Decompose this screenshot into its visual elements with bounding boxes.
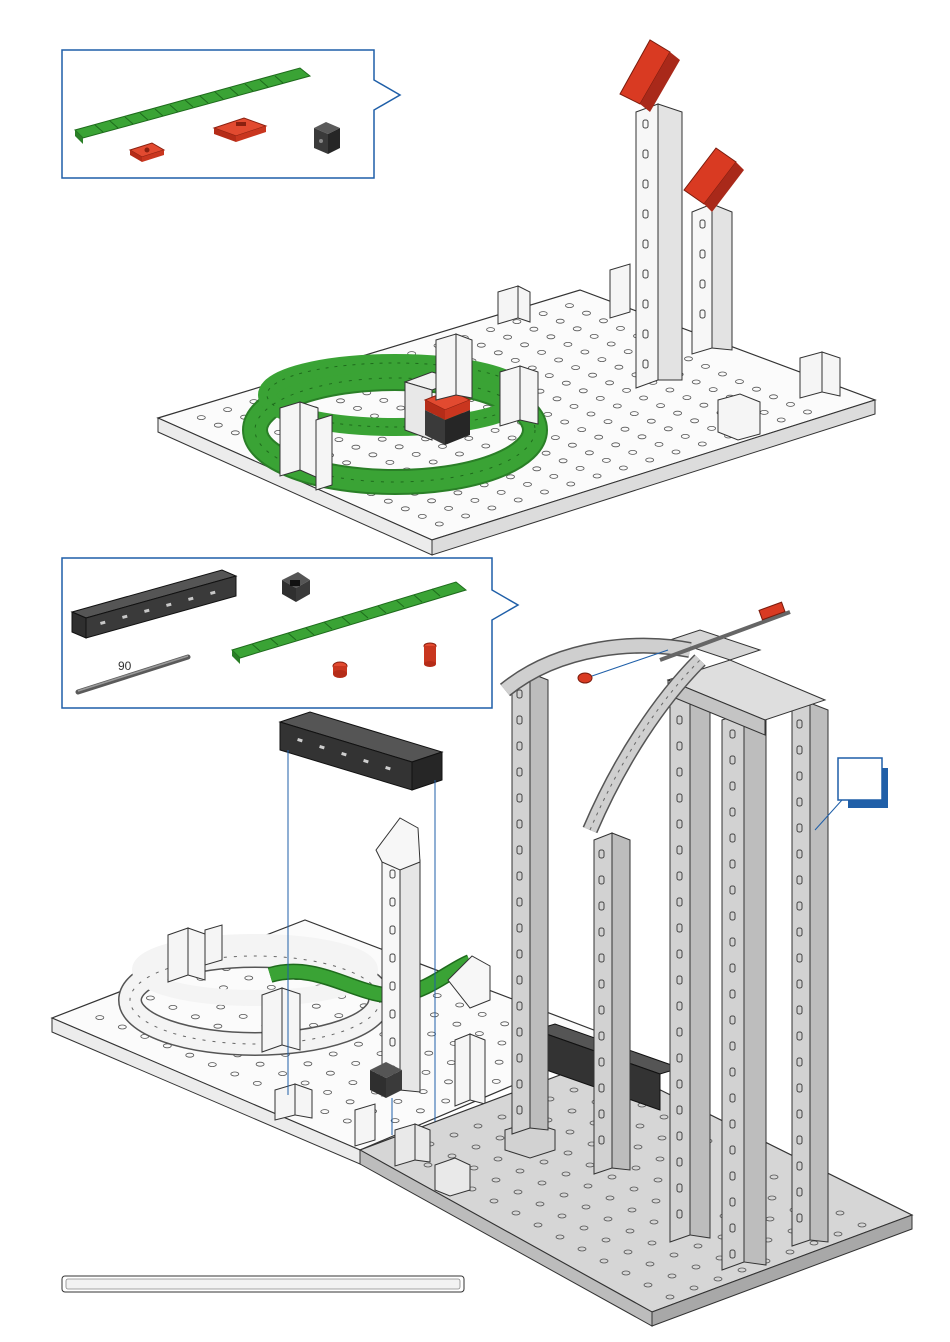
step-1-parts-callout <box>62 50 400 178</box>
grey-pillar-3 <box>670 672 710 1242</box>
step-2-parts-callout: 90 <box>62 558 518 708</box>
axle-length-label: 90 <box>118 659 132 673</box>
tall-tower-right <box>684 148 744 354</box>
red-bushing-part <box>424 643 436 667</box>
grey-pillar-2 <box>594 833 630 1174</box>
grey-pillar-4 <box>722 712 766 1270</box>
bottom-caption-bar <box>62 1276 464 1292</box>
black-cube-part <box>314 122 340 154</box>
red-clip-part <box>333 662 347 678</box>
